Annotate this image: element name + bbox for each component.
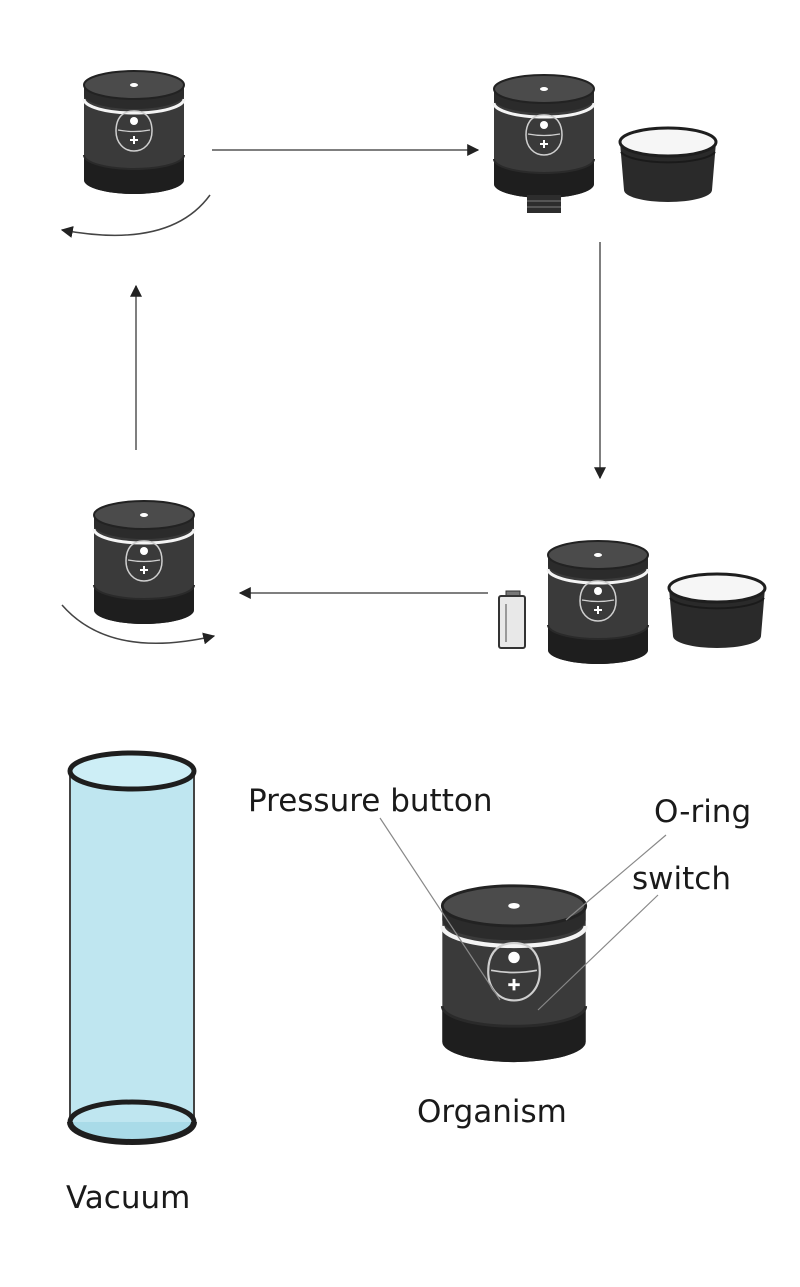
label-o-ring: O-ring	[654, 794, 752, 830]
device-bottom-left	[92, 499, 196, 626]
device-top-right	[492, 73, 596, 213]
leader-switch	[537, 894, 659, 1011]
rotation-arc-top-left	[60, 194, 211, 238]
label-switch: switch	[632, 861, 731, 897]
leader-pressure-button	[379, 817, 501, 1001]
device-top-left	[82, 69, 186, 196]
device-bottom-right	[546, 539, 650, 666]
label-vacuum: Vacuum	[66, 1180, 191, 1216]
rotation-arc-bottom-left	[61, 604, 216, 645]
leader-o-ring	[565, 834, 667, 921]
cap-bottom-right	[667, 572, 767, 650]
vacuum-tube	[67, 750, 197, 1145]
organism-device	[442, 886, 585, 1062]
cap-top-right	[618, 126, 718, 204]
label-pressure-button: Pressure button	[248, 783, 493, 819]
battery-icon	[498, 590, 526, 649]
label-organism: Organism	[417, 1094, 567, 1130]
